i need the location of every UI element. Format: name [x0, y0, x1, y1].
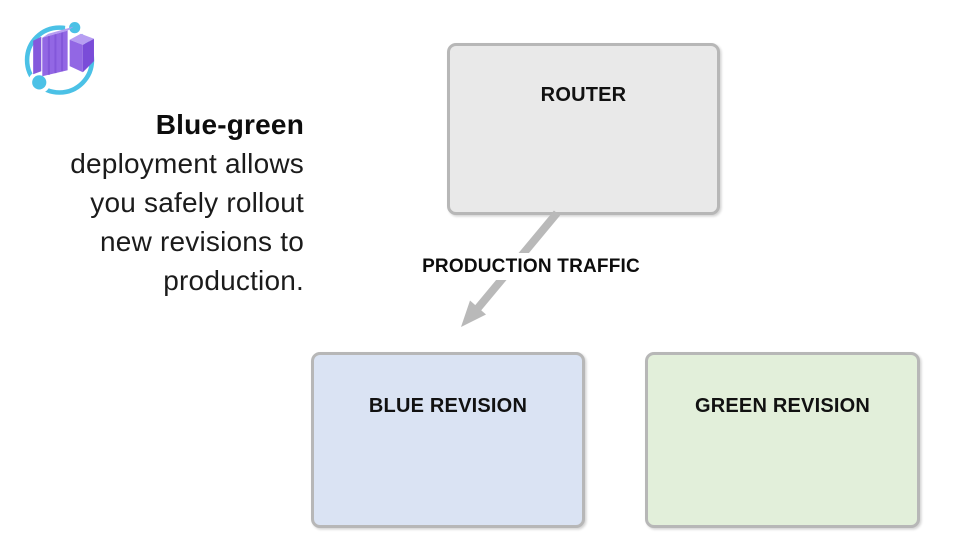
intro-line: new revisions to	[100, 226, 304, 257]
green-revision-node-label: GREEN REVISION	[694, 395, 871, 417]
container-apps-logo-icon	[24, 17, 95, 95]
blue-revision-node-label: BLUE REVISION	[368, 395, 528, 417]
arrowhead	[461, 300, 486, 327]
container-cube	[33, 26, 94, 77]
blue-revision-node: BLUE REVISION	[311, 352, 585, 528]
production-traffic-label: PRODUCTION TRAFFIC	[412, 253, 650, 280]
intro-line: deployment allows	[70, 148, 304, 179]
intro-text: Blue-green deployment allows you safely …	[30, 105, 304, 300]
orbit-dot-top	[69, 22, 81, 34]
intro-line: production.	[163, 265, 304, 296]
router-node: ROUTER	[447, 43, 720, 215]
intro-line: you safely rollout	[90, 187, 304, 218]
orbit-dot-bottom	[32, 75, 47, 90]
intro-title: Blue-green	[155, 109, 304, 140]
green-revision-node: GREEN REVISION	[645, 352, 920, 528]
router-node-label: ROUTER	[540, 84, 627, 106]
